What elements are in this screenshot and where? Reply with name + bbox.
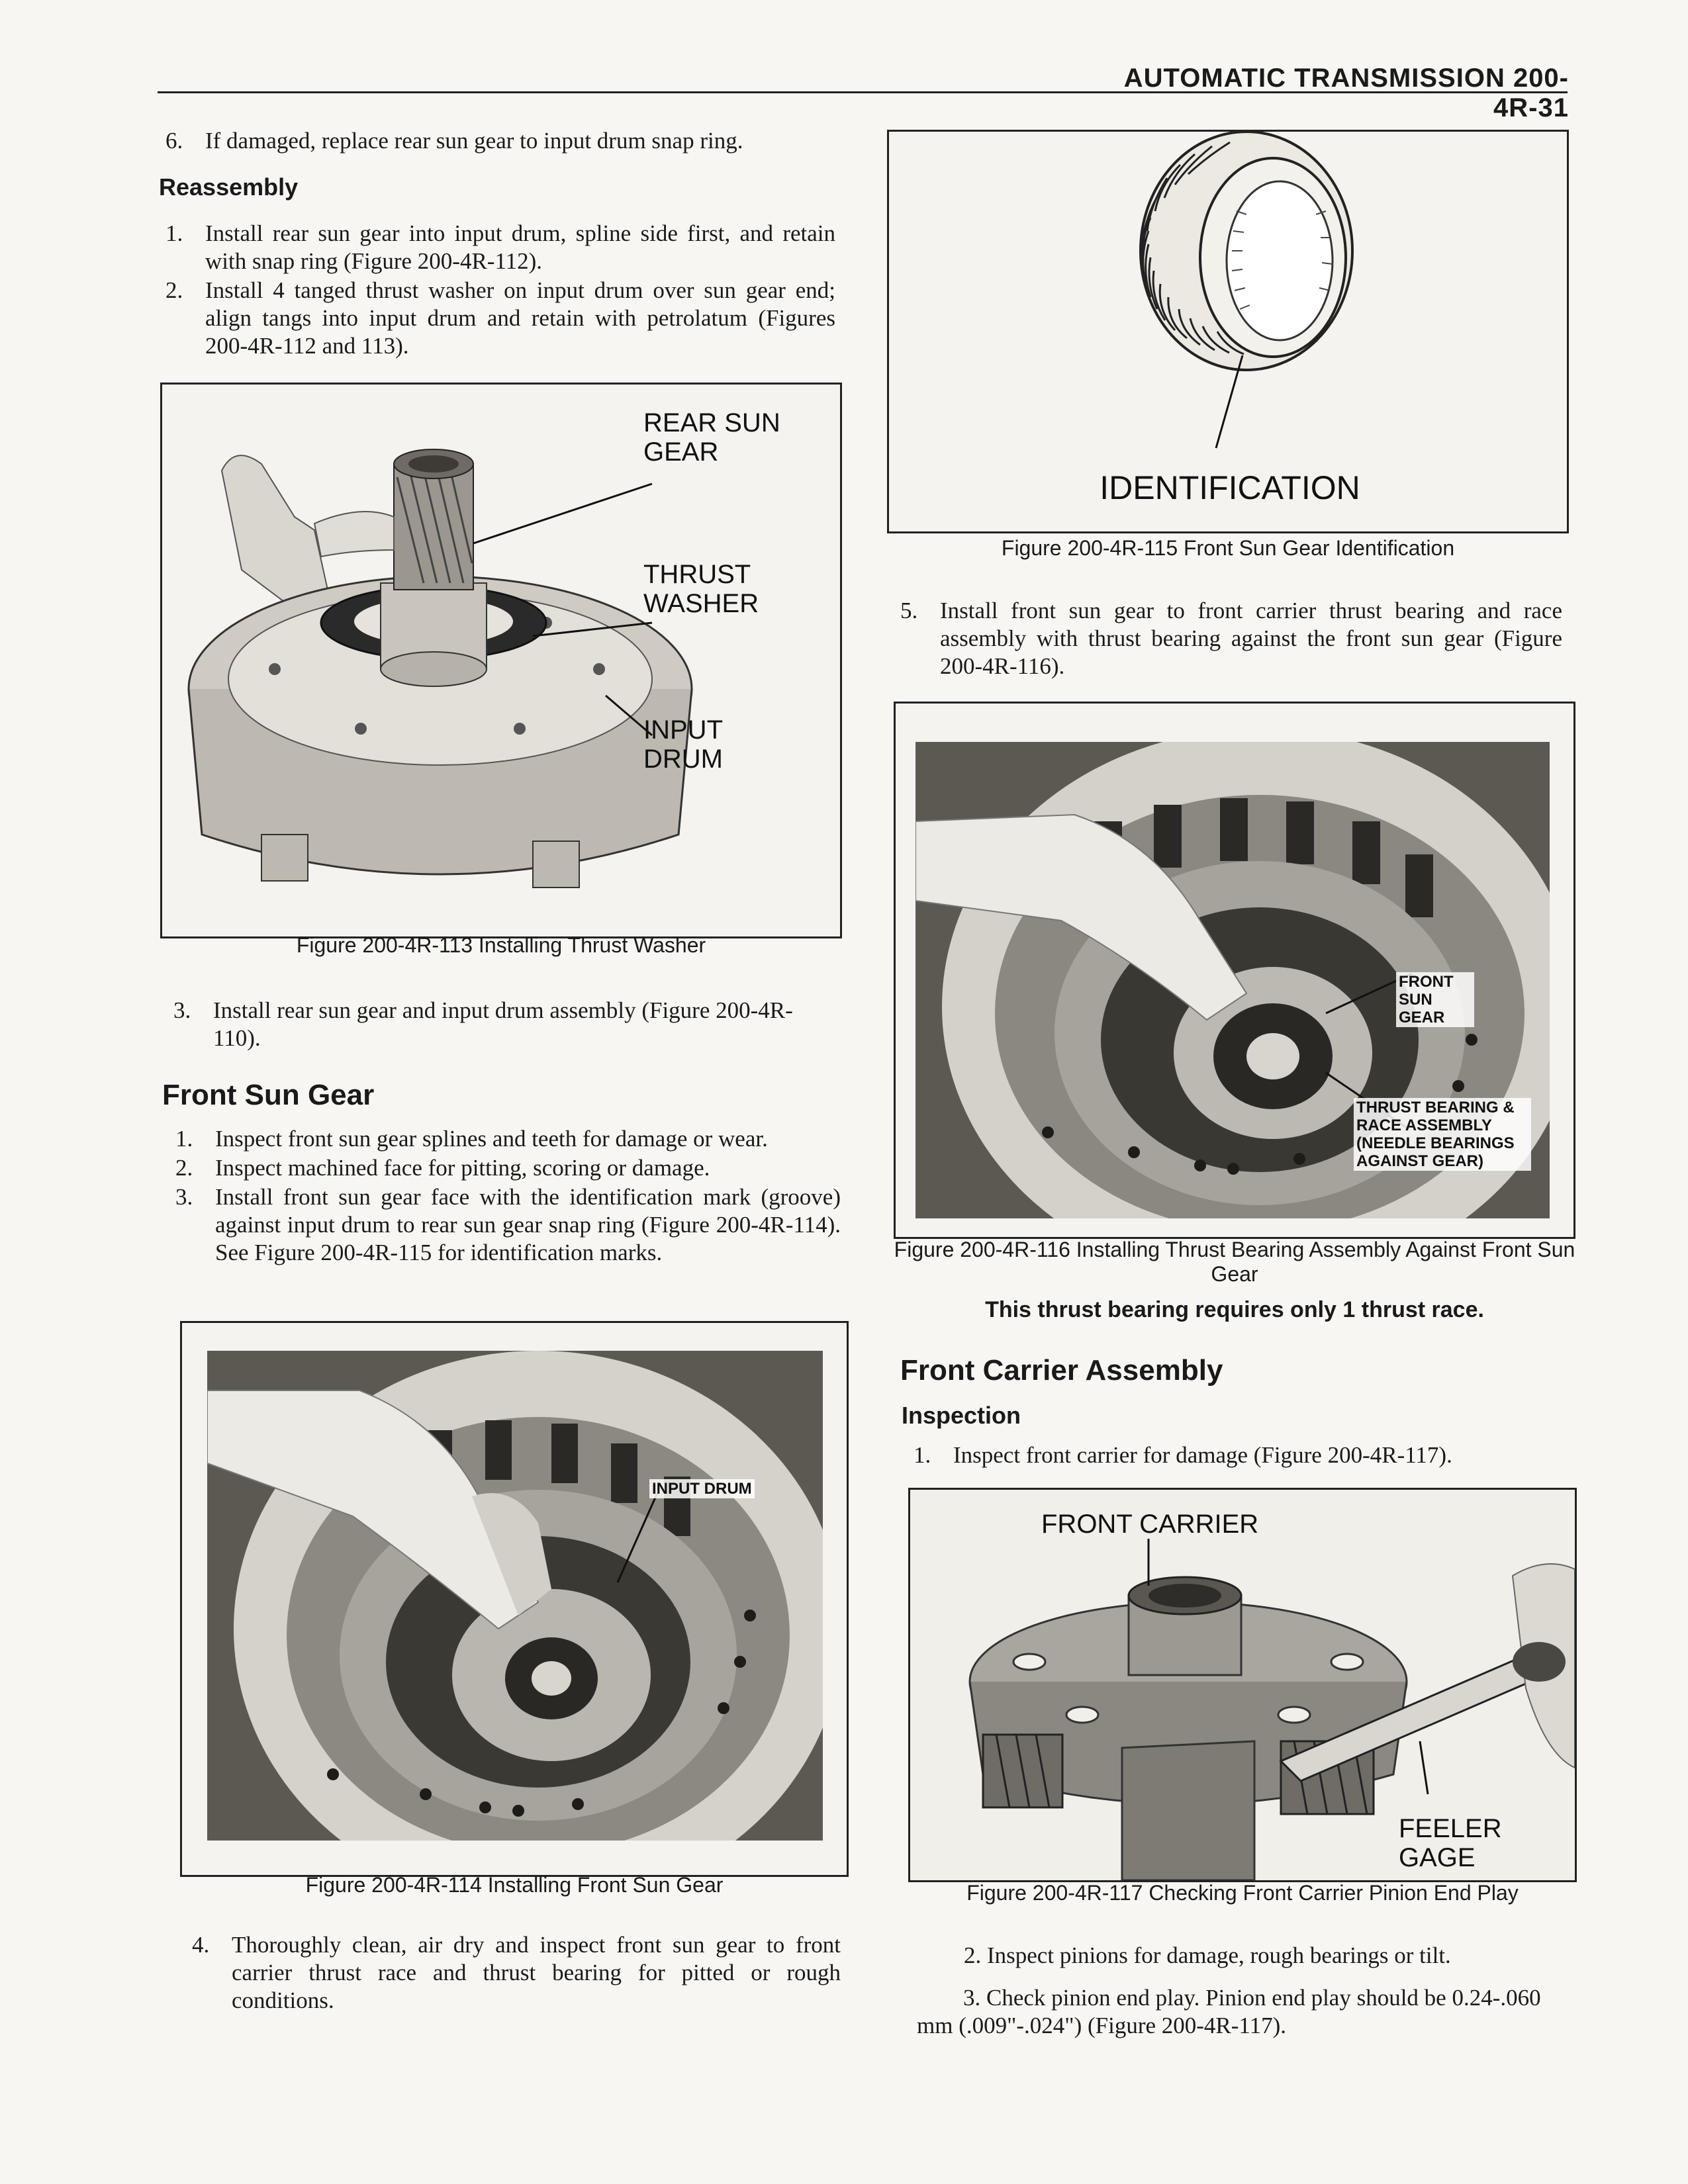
label-feeler-gage: FEELER GAGE: [1399, 1814, 1502, 1872]
front-sun-gear-step-1: 1. Inspect front sun gear splines and te…: [175, 1126, 768, 1152]
figure-113-caption: Figure 200-4R-113 Installing Thrust Wash…: [296, 933, 706, 957]
figure-115: IDENTIFICATION: [887, 130, 1569, 533]
figure-115-caption: Figure 200-4R-115 Front Sun Gear Identif…: [1001, 536, 1455, 560]
inspection-step-3: 3. Check pinion end play. Pinion end pla…: [917, 1985, 1541, 2038]
label-rear-sun-gear: REAR SUN GEAR: [643, 408, 780, 467]
front-sun-gear-heading: Front Sun Gear: [162, 1079, 375, 1111]
figure-114: INPUT DRUM: [180, 1321, 849, 1877]
front-sun-gear-step-2: 2. Inspect machined face for pitting, sc…: [175, 1155, 710, 1181]
thrust-bearing-note: This thrust bearing requires only 1 thru…: [985, 1297, 1484, 1322]
figure-114-caption: Figure 200-4R-114 Installing Front Sun G…: [305, 1873, 724, 1897]
label-front-carrier: FRONT CARRIER: [1041, 1510, 1259, 1539]
inspection-step-1: 1. Inspect front carrier for damage (Fig…: [914, 1442, 1452, 1468]
label-identification: IDENTIFICATION: [1100, 469, 1360, 506]
inspection-heading: Inspection: [902, 1402, 1021, 1429]
figure-117-caption: Figure 200-4R-117 Checking Front Carrier…: [966, 1881, 1519, 1905]
figure-116-caption: Figure 200-4R-116 Installing Thrust Bear…: [894, 1238, 1575, 1286]
front-sun-gear-step-3: 3. Install front sun gear face with the …: [175, 1184, 841, 1265]
label-thrust-washer: THRUST WASHER: [643, 560, 759, 618]
figure-116: FRONT SUN GEAR THRUST BEARING & RACE ASS…: [894, 702, 1575, 1239]
figure-113: REAR SUN GEAR THRUST WASHER INPUT DRUM: [160, 383, 842, 938]
front-sun-gear-drawing: [1139, 132, 1354, 449]
step-5-install-front: 5. Install front sun gear to front carri…: [900, 598, 1562, 679]
step-6: 6. If damaged, replace rear sun gear to …: [165, 128, 743, 154]
reassembly-step-2: 2. Install 4 tanged thrust washer on inp…: [165, 277, 835, 359]
step-3-install-rear: 3. Install rear sun gear and input drum …: [173, 997, 793, 1051]
reassembly-step-1: 1. Install rear sun gear into input drum…: [165, 220, 835, 274]
label-front-sun-gear: FRONT SUN GEAR: [1396, 972, 1474, 1027]
page-header: AUTOMATIC TRANSMISSION 200-4R-31: [1123, 64, 1569, 122]
front-carrier-heading: Front Carrier Assembly: [900, 1354, 1223, 1387]
label-input-drum: INPUT DRUM: [643, 715, 723, 774]
step-4-clean: 4. Thoroughly clean, air dry and inspect…: [192, 1932, 841, 2013]
label-thrust-bearing: THRUST BEARING & RACE ASSEMBLY (NEEDLE B…: [1354, 1098, 1531, 1171]
thrust-washer-illustration: [187, 449, 693, 888]
front-carrier-photo: [910, 1490, 1575, 1880]
inspection-step-2: 2. Inspect pinions for damage, rough bea…: [964, 1942, 1451, 1968]
front-sun-gear-photo: [207, 1351, 823, 1841]
figure-117: FRONT CARRIER FEELER GAGE: [908, 1488, 1577, 1882]
reassembly-heading: Reassembly: [159, 173, 299, 201]
header-rule: [158, 91, 1568, 93]
label-input-drum-114: INPUT DRUM: [649, 1479, 755, 1498]
